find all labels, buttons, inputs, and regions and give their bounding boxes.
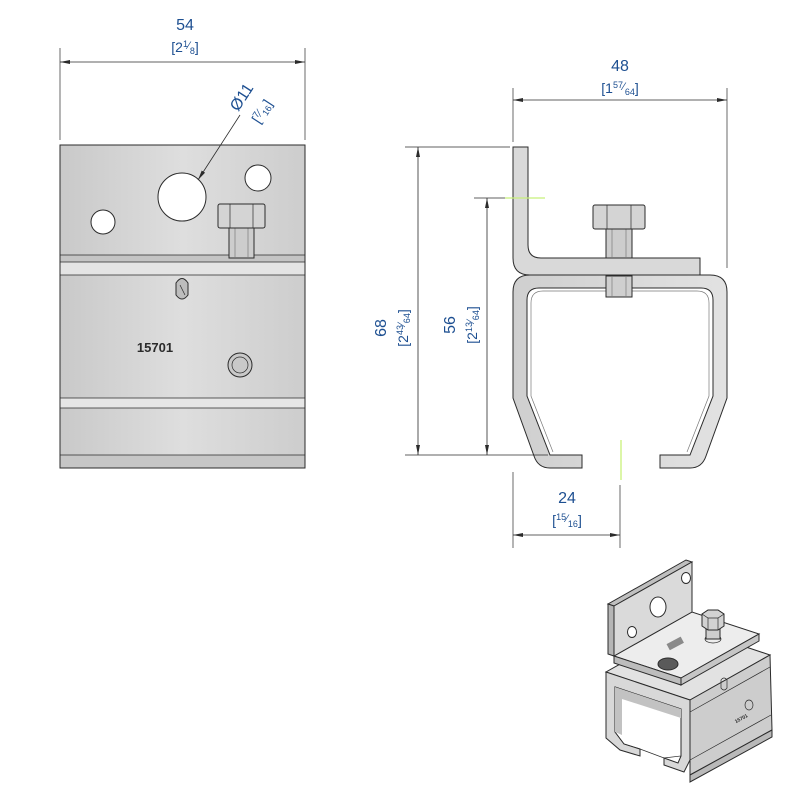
hole-diameter-inch-label: [7⁄16] xyxy=(248,97,276,127)
front-lower-band xyxy=(60,398,305,408)
part-number-label: 15701 xyxy=(137,340,173,355)
isometric-view: 15701 xyxy=(604,559,773,783)
inch-close-bracket: ] xyxy=(464,306,480,310)
bolt-hex-head xyxy=(701,609,725,631)
channel-interior-ceiling xyxy=(615,687,681,735)
inch-numerator: 1 xyxy=(183,39,188,49)
vertical-plate-front-edge xyxy=(607,603,615,657)
inch-close-bracket: ] xyxy=(578,512,582,528)
slot-marker-line xyxy=(179,284,186,296)
side-ring xyxy=(744,699,754,711)
slot-offset-mm-label: 24 xyxy=(558,490,576,507)
plate-width-mm-label: 54 xyxy=(176,17,194,34)
bracket-width-mm-label: 48 xyxy=(611,58,629,75)
inch-close-bracket: ] xyxy=(635,80,639,96)
front-large-hole xyxy=(157,172,207,222)
side-bolt xyxy=(592,204,646,298)
inch-numerator: 15 xyxy=(556,512,566,522)
inch-numerator: 57 xyxy=(613,80,623,90)
plate-width-dimension: 54 [21⁄8] xyxy=(59,17,306,140)
inch-close-bracket: ] xyxy=(395,309,411,313)
total-height-dimension: 68 [243⁄64] xyxy=(373,146,548,456)
side-channel-inner-edge xyxy=(530,290,710,453)
front-small-hole-right xyxy=(244,164,272,192)
inch-denominator: 16 xyxy=(260,104,274,118)
front-bolt xyxy=(217,203,266,259)
vertical-plate-small-hole xyxy=(627,626,637,638)
front-ring-outer xyxy=(227,352,253,378)
fraction-slash: ⁄ xyxy=(620,81,627,93)
bolt-shank xyxy=(228,227,255,259)
slot-offset-inch-label: [15⁄16] xyxy=(552,512,582,529)
side-view xyxy=(505,146,728,480)
bolt-shank xyxy=(605,228,633,259)
total-height-inch-label: [243⁄64] xyxy=(395,309,412,346)
bolt-hex-head xyxy=(217,203,266,229)
inch-whole: [ xyxy=(552,512,556,528)
inch-denominator: 8 xyxy=(190,46,195,56)
horizontal-plate-label-plate xyxy=(666,636,684,651)
inch-denominator: 64 xyxy=(471,310,481,320)
horizontal-plate-side-edge xyxy=(680,633,760,686)
channel-height-inch-label: [213⁄64] xyxy=(464,306,481,343)
leader-line xyxy=(197,114,241,181)
front-upper-band xyxy=(60,255,305,262)
inch-close-bracket: ] xyxy=(260,97,276,109)
front-plate-outline xyxy=(59,144,306,469)
front-view: 15701 xyxy=(59,144,306,469)
bracket-width-dimension: 48 [157⁄64] xyxy=(512,58,728,268)
vertical-plate-large-hole xyxy=(649,596,667,618)
front-slot-marker xyxy=(175,278,189,300)
slot-offset-dimension: 24 [15⁄16] xyxy=(512,472,621,548)
bolt-hex-head xyxy=(592,204,646,230)
fraction-slash: ⁄ xyxy=(563,513,570,525)
channel-bottom-lip xyxy=(689,729,773,783)
fraction-slash: ⁄ xyxy=(465,318,477,325)
front-upper-band-light xyxy=(60,262,305,275)
channel-side-bend-line xyxy=(689,714,772,761)
side-vertical-flange xyxy=(512,146,701,276)
isometric-bolt xyxy=(701,609,725,644)
bracket-width-inch-label: [157⁄64] xyxy=(601,80,638,97)
inch-whole: [1 xyxy=(601,80,613,96)
front-ring-inner xyxy=(231,356,249,374)
front-small-hole-left xyxy=(90,209,116,235)
vertical-plate-small-hole xyxy=(681,572,691,584)
front-bottom-band xyxy=(60,455,305,468)
inch-whole: [2 xyxy=(171,39,183,55)
inch-denominator: 16 xyxy=(568,519,578,529)
fraction-slash: ⁄ xyxy=(185,40,192,52)
channel-height-mm-label: 56 xyxy=(442,316,459,334)
channel-height-dimension: 56 [213⁄64] xyxy=(442,197,505,455)
inch-denominator: 64 xyxy=(625,87,635,97)
inch-denominator: 64 xyxy=(402,313,412,323)
isometric-part-number: 15701 xyxy=(734,713,749,725)
fraction-slash: ⁄ xyxy=(396,321,408,328)
inch-numerator: 7 xyxy=(251,110,262,120)
channel-side-bend-line xyxy=(689,666,771,713)
plate-width-inch-label: [21⁄8] xyxy=(171,39,198,56)
side-slot-marker xyxy=(720,677,728,691)
inch-numerator: 13 xyxy=(464,322,474,332)
inch-whole: [2 xyxy=(395,335,411,347)
total-height-mm-label: 68 xyxy=(373,319,390,337)
inch-numerator: 43 xyxy=(395,325,405,335)
bolt-end xyxy=(605,275,633,298)
side-channel-profile xyxy=(512,274,728,469)
inch-whole: [2 xyxy=(464,332,480,344)
hole-diameter-mm-label: Ø11 xyxy=(227,81,257,115)
inch-close-bracket: ] xyxy=(195,39,199,55)
horizontal-plate-hole xyxy=(657,657,679,671)
